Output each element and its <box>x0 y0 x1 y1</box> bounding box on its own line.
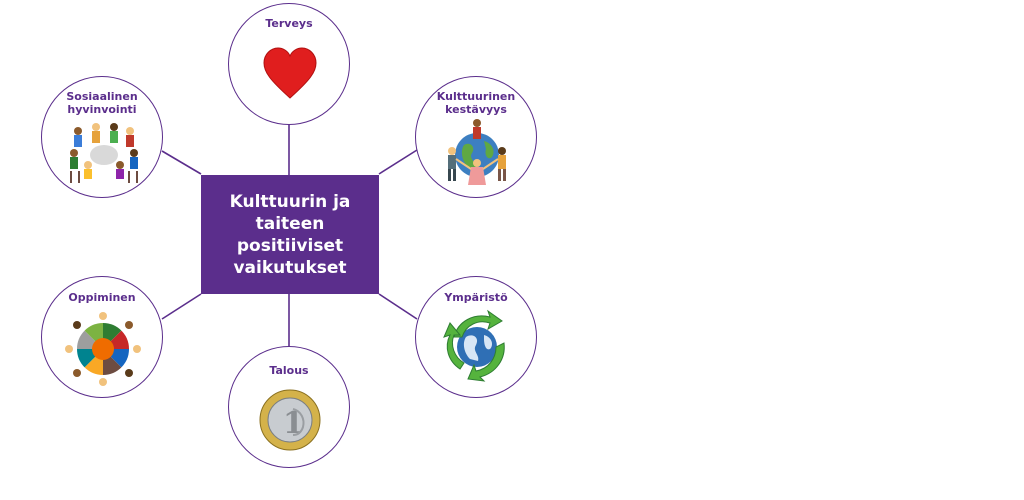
node-label-kulttuurinen-kestavyys: Kulttuurinen kestävyys <box>436 90 516 116</box>
node-sosiaalinen-hyvinvointi: Sosiaalinen hyvinvointi <box>41 76 163 198</box>
people-circle-icon <box>70 123 138 183</box>
node-label-oppiminen: Oppiminen <box>68 291 136 304</box>
node-label-sosiaalinen-hyvinvointi: Sosiaalinen hyvinvointi <box>66 90 138 116</box>
globe-people-icon <box>448 119 506 185</box>
euro-coin-icon: 1 <box>259 389 321 451</box>
connector-sosiaalinen <box>161 150 202 175</box>
connector-oppiminen <box>161 293 202 320</box>
heart-icon <box>263 47 317 99</box>
node-kulttuurinen-kestavyys: Kulttuurinen kestävyys <box>415 76 537 198</box>
node-oppiminen: Oppiminen <box>41 276 163 398</box>
node-label-terveys: Terveys <box>265 17 313 30</box>
central-topic: Kulttuurin ja taiteen positiiviset vaiku… <box>201 175 379 294</box>
node-terveys: Terveys <box>228 3 350 125</box>
connector-kulttuurinen <box>378 149 418 175</box>
node-talous: Talous 1 <box>228 346 350 468</box>
node-label-ymparisto: Ympäristö <box>444 291 508 304</box>
recycle-globe-icon <box>443 309 505 382</box>
connector-ymparisto <box>378 293 418 320</box>
node-label-talous: Talous <box>269 364 309 377</box>
learning-wheel-icon <box>65 312 141 386</box>
node-ymparisto: Ympäristö <box>415 276 537 398</box>
